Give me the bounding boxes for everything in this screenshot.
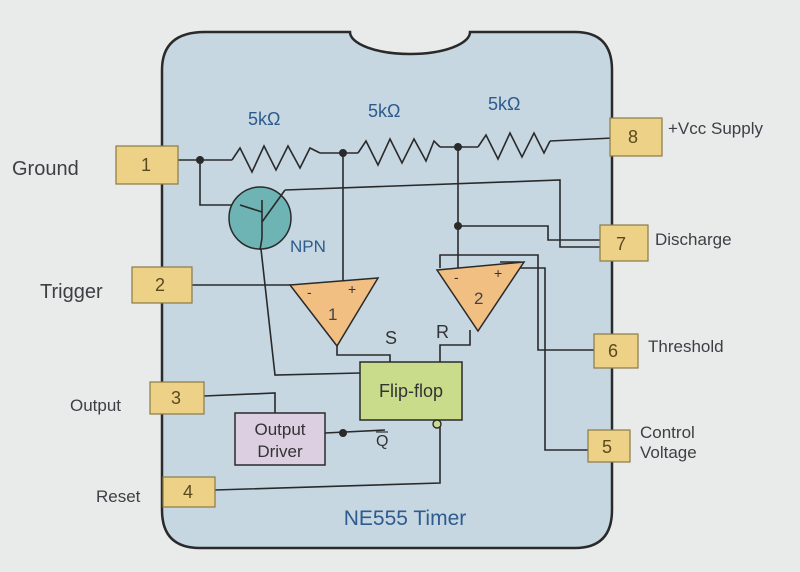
flipflop-r-label: R	[436, 322, 449, 342]
comparator-1-label: 1	[328, 305, 337, 324]
resistor-3: 5kΩ	[477, 94, 551, 161]
pin-4: 4 Reset	[96, 476, 216, 508]
pin-7: 7 Discharge	[599, 224, 732, 262]
output-driver-line-1: Output	[254, 420, 305, 439]
flip-flop: S R Flip-flop Q	[359, 322, 463, 450]
comparator-2-minus: -	[454, 269, 459, 285]
pin-7-number: 7	[616, 234, 626, 254]
flipflop-s-label: S	[385, 328, 397, 348]
chip-title: NE555 Timer	[344, 507, 467, 530]
resistor-1: 5kΩ	[231, 109, 321, 174]
flipflop-q-label: Q	[376, 433, 388, 450]
resistor-1-label: 5kΩ	[248, 109, 280, 129]
pin-2-number: 2	[155, 275, 165, 295]
comparator-2: - + 2	[435, 261, 526, 333]
resistor-2: 5kΩ	[357, 101, 441, 167]
comparator-2-plus: +	[494, 265, 502, 281]
pin-7-name: Discharge	[655, 230, 732, 249]
pin-5-number: 5	[602, 437, 612, 457]
pin-3: 3 Output	[70, 381, 205, 415]
pin-4-name: Reset	[96, 487, 141, 506]
comparator-1: - + 1	[288, 277, 380, 348]
pin-2: 2 Trigger	[40, 266, 193, 304]
pin-6: 6 Threshold	[593, 333, 724, 369]
output-driver-line-2: Driver	[257, 442, 303, 461]
pin-1: 1 Ground	[12, 145, 179, 185]
pin-3-number: 3	[171, 388, 181, 408]
pin-4-number: 4	[183, 482, 193, 502]
pin-5-name-line-2: Voltage	[640, 443, 697, 462]
comparator-2-label: 2	[474, 289, 483, 308]
npn-transistor: NPN	[228, 186, 326, 256]
pin-6-number: 6	[608, 341, 618, 361]
resistor-2-label: 5kΩ	[368, 101, 400, 121]
pin-5-name-line-1: Control	[640, 423, 695, 442]
pin-8-name: +Vcc Supply	[668, 119, 763, 138]
pin-8: 8 +Vcc Supply	[609, 117, 763, 157]
pin-1-number: 1	[141, 155, 151, 175]
pin-3-name: Output	[70, 396, 121, 415]
pin-1-name: Ground	[12, 158, 79, 180]
pin-5: 5 Control Voltage	[587, 423, 697, 463]
resistor-3-label: 5kΩ	[488, 94, 520, 114]
output-driver: Output Driver	[234, 412, 326, 466]
comparator-1-minus: -	[307, 284, 312, 300]
npn-label: NPN	[290, 237, 326, 256]
comparator-1-plus: +	[348, 281, 356, 297]
pin-2-name: Trigger	[40, 281, 103, 303]
pin-6-name: Threshold	[648, 337, 724, 356]
flipflop-label: Flip-flop	[379, 381, 443, 401]
pin-8-number: 8	[628, 127, 638, 147]
